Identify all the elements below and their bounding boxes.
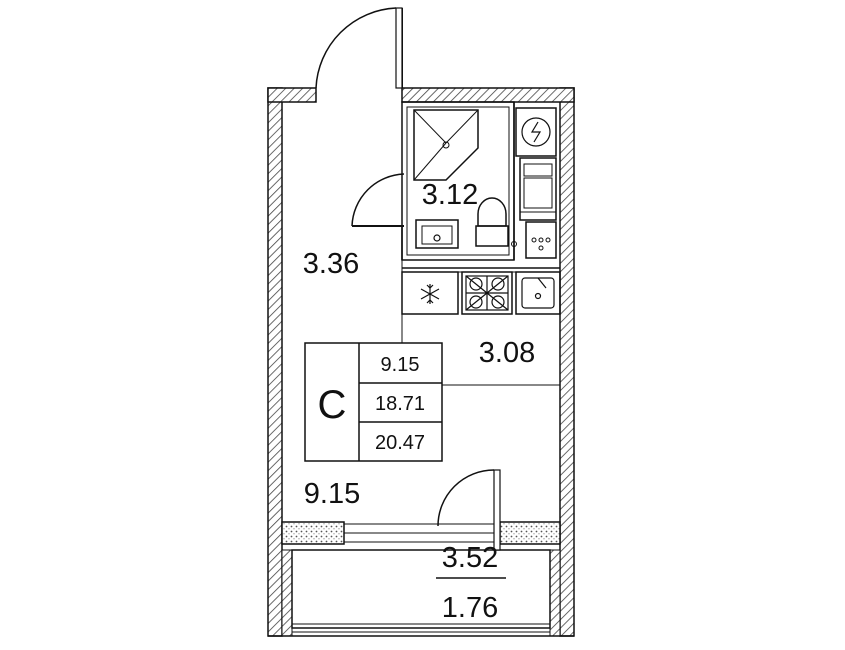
kitchen-counter [401, 267, 561, 315]
area-summary-table: C 9.15 18.71 20.47 [304, 342, 443, 462]
boiler-box [515, 107, 557, 157]
oven-knob-4 [538, 245, 544, 251]
summary-living-area: 9.15 [381, 354, 420, 376]
wall-top-right [401, 87, 575, 103]
wall-balcony-right [499, 521, 561, 545]
balcony-door [437, 469, 501, 551]
balcony-glazing [291, 623, 551, 633]
wall-balcony-left [281, 521, 345, 545]
apartment-type-label: C [318, 383, 347, 427]
balcony-door-leaf [493, 469, 501, 551]
washbasin-tap [433, 234, 441, 242]
balcony-door-swing [437, 469, 495, 527]
balcony-parapet-right [549, 549, 561, 637]
summary-outer [304, 342, 443, 462]
kitchen-sink [515, 271, 561, 315]
kitchen-area-label: 3.08 [479, 337, 535, 369]
balcony-floor [291, 549, 551, 629]
entrance-door [315, 7, 403, 89]
balcony-reduced-area-label: 1.76 [442, 592, 498, 624]
oven-knob-1 [531, 237, 537, 243]
oven-knob-2 [538, 237, 544, 243]
door-panel [395, 7, 403, 89]
bath-area-label: 3.12 [422, 179, 478, 211]
toilet-detail [511, 241, 517, 247]
shower-diag-1 [413, 109, 447, 144]
wall-right [559, 87, 575, 637]
appliance-inner-1 [523, 163, 553, 177]
washbasin [415, 219, 459, 249]
appliance-box [519, 157, 557, 221]
sink-icon [521, 277, 555, 309]
living-area-label: 9.15 [304, 478, 360, 510]
hall-area-label: 3.36 [303, 248, 359, 280]
door-swing [315, 7, 397, 89]
balcony-area-label: 3.52 [442, 542, 498, 574]
shower-diag-2 [445, 109, 479, 144]
cooktop [461, 271, 513, 315]
exterior-walls [267, 87, 575, 637]
summary-total-area: 18.71 [375, 393, 425, 415]
shower-diag-3 [413, 142, 447, 181]
shower-drain [442, 141, 450, 149]
bathroom [351, 101, 517, 261]
oven-knob-3 [545, 237, 551, 243]
appliance-inner-2 [523, 177, 553, 209]
bathroom-door-swing [351, 173, 405, 227]
wall-top-left [267, 87, 317, 103]
bathroom-wall-inner [406, 106, 510, 256]
snowflake-icon [420, 284, 440, 304]
toilet-cistern [475, 225, 509, 247]
balcony-parapet-left [281, 549, 293, 637]
stove-icon [465, 275, 509, 311]
balcony [268, 549, 574, 637]
summary-total-with-balcony: 20.47 [375, 432, 425, 454]
washbasin-bowl [421, 225, 453, 245]
boiler-bolt [530, 121, 542, 143]
toilet [477, 197, 507, 227]
shower-tray [413, 109, 479, 181]
oven-box [525, 221, 557, 259]
wall-left [267, 87, 283, 637]
boiler-icon [521, 117, 551, 147]
utility-column [515, 107, 557, 259]
